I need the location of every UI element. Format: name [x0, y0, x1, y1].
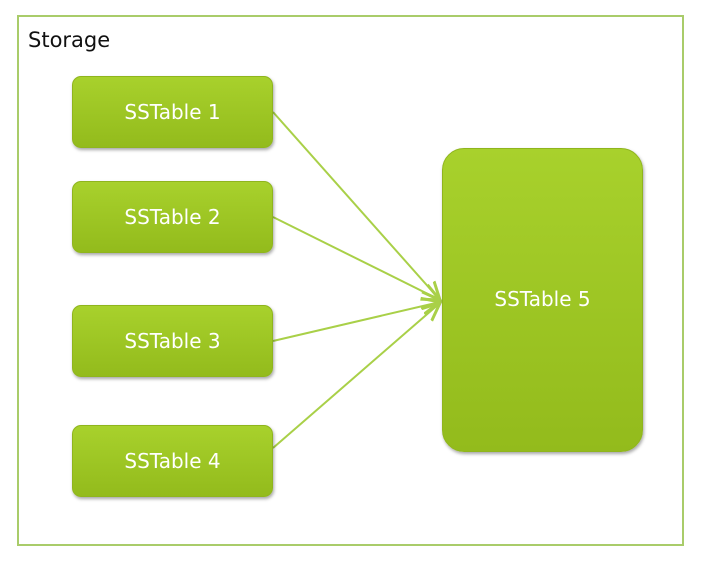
arrow-4 [272, 303, 440, 449]
sstable-4: SSTable 4 [72, 425, 273, 497]
arrow-3 [272, 302, 440, 342]
sstable-2: SSTable 2 [72, 181, 273, 253]
arrow-2 [272, 216, 440, 300]
sstable-1: SSTable 1 [72, 76, 273, 148]
sstable-5: SSTable 5 [442, 148, 643, 452]
storage-label: Storage [28, 28, 111, 52]
arrow-1 [272, 111, 440, 300]
sstable-3: SSTable 3 [72, 305, 273, 377]
storage-container [17, 15, 684, 546]
